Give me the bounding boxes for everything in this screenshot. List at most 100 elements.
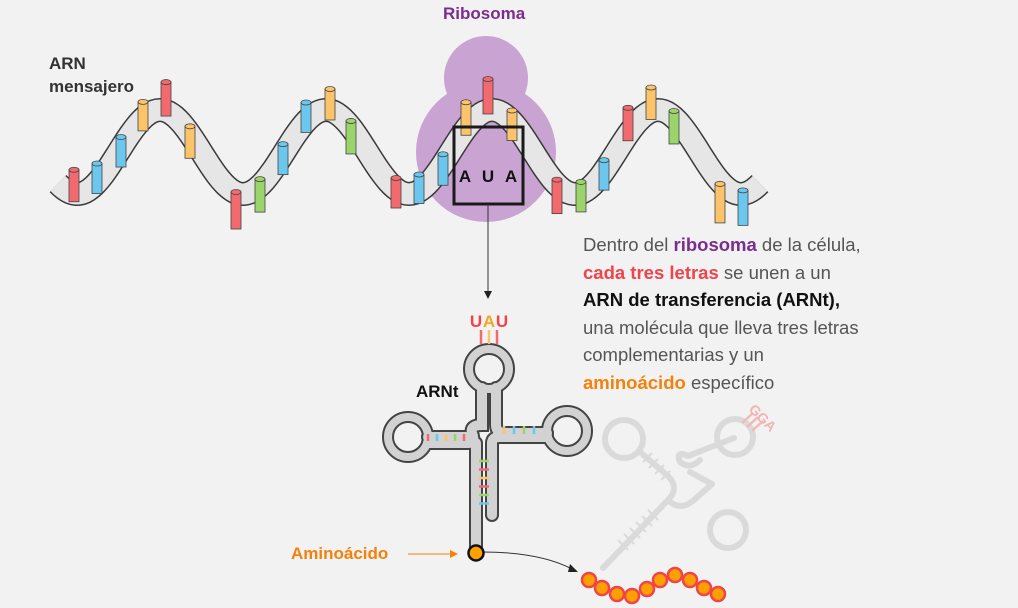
nucleotide-top xyxy=(506,107,518,114)
faded-trna xyxy=(600,412,764,571)
faded-pair xyxy=(642,452,653,463)
desc-text: una molécula que lleva tres letras xyxy=(583,316,859,338)
desc-highlight-three-letters: cada tres letras xyxy=(583,261,719,283)
nucleotide-body xyxy=(137,101,149,132)
nucleotide-top xyxy=(390,175,402,181)
nucleotide-green xyxy=(668,108,680,145)
amino-acid xyxy=(651,571,669,589)
nucleotide-top xyxy=(668,108,680,114)
nucleotide-top xyxy=(737,187,749,194)
chain-arrow xyxy=(481,551,578,572)
nucleotide-body xyxy=(575,181,587,213)
nucleotide-red xyxy=(482,76,494,115)
nucleotide-green xyxy=(575,179,587,213)
nucleotide-yellow xyxy=(506,107,518,141)
mrna-label: ARN mensajero xyxy=(49,52,134,98)
description-text: Dentro del ribosoma de la célula, cada t… xyxy=(583,231,1003,396)
nucleotide-top xyxy=(598,157,610,164)
faded-pair xyxy=(654,464,665,475)
nucleotide-body xyxy=(390,177,402,209)
nucleotide-yellow xyxy=(324,86,336,121)
helix-ribbon xyxy=(50,99,768,205)
faded-anticodon-pair xyxy=(746,416,759,428)
amino-acid xyxy=(638,580,656,598)
nucleotide-body xyxy=(506,110,518,141)
faded-strand xyxy=(665,481,715,509)
faded-strand xyxy=(687,469,715,487)
nucleotide-body xyxy=(737,189,749,226)
amino-acid xyxy=(608,585,626,603)
faded-strand xyxy=(600,449,677,571)
faded-loop xyxy=(714,416,756,458)
nucleotide-top xyxy=(324,86,336,92)
faded-loop xyxy=(707,509,749,551)
nucleotide-body xyxy=(254,178,266,213)
desc-highlight-amino: aminoácido xyxy=(583,371,686,393)
anticodon-letter: U xyxy=(470,312,482,331)
nucleotide-top xyxy=(230,189,242,195)
codon-highlight-box: A U A xyxy=(452,125,525,206)
nucleotide-top xyxy=(277,141,289,148)
nucleotide-yellow xyxy=(137,98,149,132)
anticodon-letter: A xyxy=(483,312,495,331)
nucleotide-blue xyxy=(598,157,610,191)
trna-strand xyxy=(487,432,552,520)
faded-pair xyxy=(648,458,659,469)
trna-loop xyxy=(543,407,591,455)
amino-acid xyxy=(681,571,699,589)
nucleotide-green xyxy=(345,118,357,155)
nucleotide-body xyxy=(91,163,103,194)
nucleotide-body xyxy=(324,88,336,121)
amino-acid-chain xyxy=(580,566,727,605)
codon-letter: A xyxy=(459,167,471,186)
amino-arrow xyxy=(408,550,458,558)
nucleotide-body xyxy=(184,125,196,159)
amino-acid-label: Aminoácido xyxy=(291,544,389,563)
trna-strand xyxy=(485,430,554,522)
amino-acid xyxy=(709,585,727,603)
nucleotide-body xyxy=(551,179,563,215)
amino-acid xyxy=(593,579,611,597)
desc-text: Dentro del xyxy=(583,234,674,255)
codon-letter: U xyxy=(482,167,494,186)
faded-pair xyxy=(629,527,641,539)
desc-text: de la célula, xyxy=(756,234,861,255)
amino-acid xyxy=(623,587,641,605)
nucleotide-blue xyxy=(277,141,289,176)
nucleotide-top xyxy=(345,118,357,124)
nucleotide-top xyxy=(91,160,103,167)
nucleotide-top xyxy=(551,176,563,183)
nucleotide-blue xyxy=(437,151,449,186)
anticodon: U A U xyxy=(470,312,508,331)
nucleotide-top xyxy=(460,99,472,106)
nucleotide-blue xyxy=(115,134,127,168)
nucleotide-top xyxy=(160,79,172,85)
nucleotide-top xyxy=(300,99,312,106)
nucleotide-top xyxy=(714,181,726,187)
nucleotide-top xyxy=(645,84,657,91)
nucleotide-green xyxy=(254,176,266,213)
faded-pair xyxy=(623,533,635,545)
nucleotide-top xyxy=(68,166,80,173)
nucleotide-top xyxy=(413,171,425,178)
desc-text: específico xyxy=(685,371,775,393)
nucleotide-yellow xyxy=(460,99,472,136)
nucleotide-body xyxy=(622,107,634,142)
amino-acid xyxy=(666,566,684,584)
nucleotide-top xyxy=(622,104,634,111)
helix-edge xyxy=(49,97,769,207)
nucleotide-blue xyxy=(300,99,312,133)
desc-highlight-ribosome: ribosoma xyxy=(673,234,757,255)
faded-strand xyxy=(675,435,737,469)
nucleotide-blue xyxy=(91,160,103,194)
nucleotide-body xyxy=(482,78,494,115)
nucleotide-body xyxy=(300,102,312,133)
amino-acid xyxy=(695,579,713,597)
nucleotide-red xyxy=(622,104,634,142)
amino-acid xyxy=(580,571,598,589)
nucleotide-red xyxy=(551,176,563,215)
nucleotide-blue xyxy=(413,171,425,204)
trna-label: ARNt xyxy=(416,382,459,401)
nucleotide-body xyxy=(714,183,726,224)
